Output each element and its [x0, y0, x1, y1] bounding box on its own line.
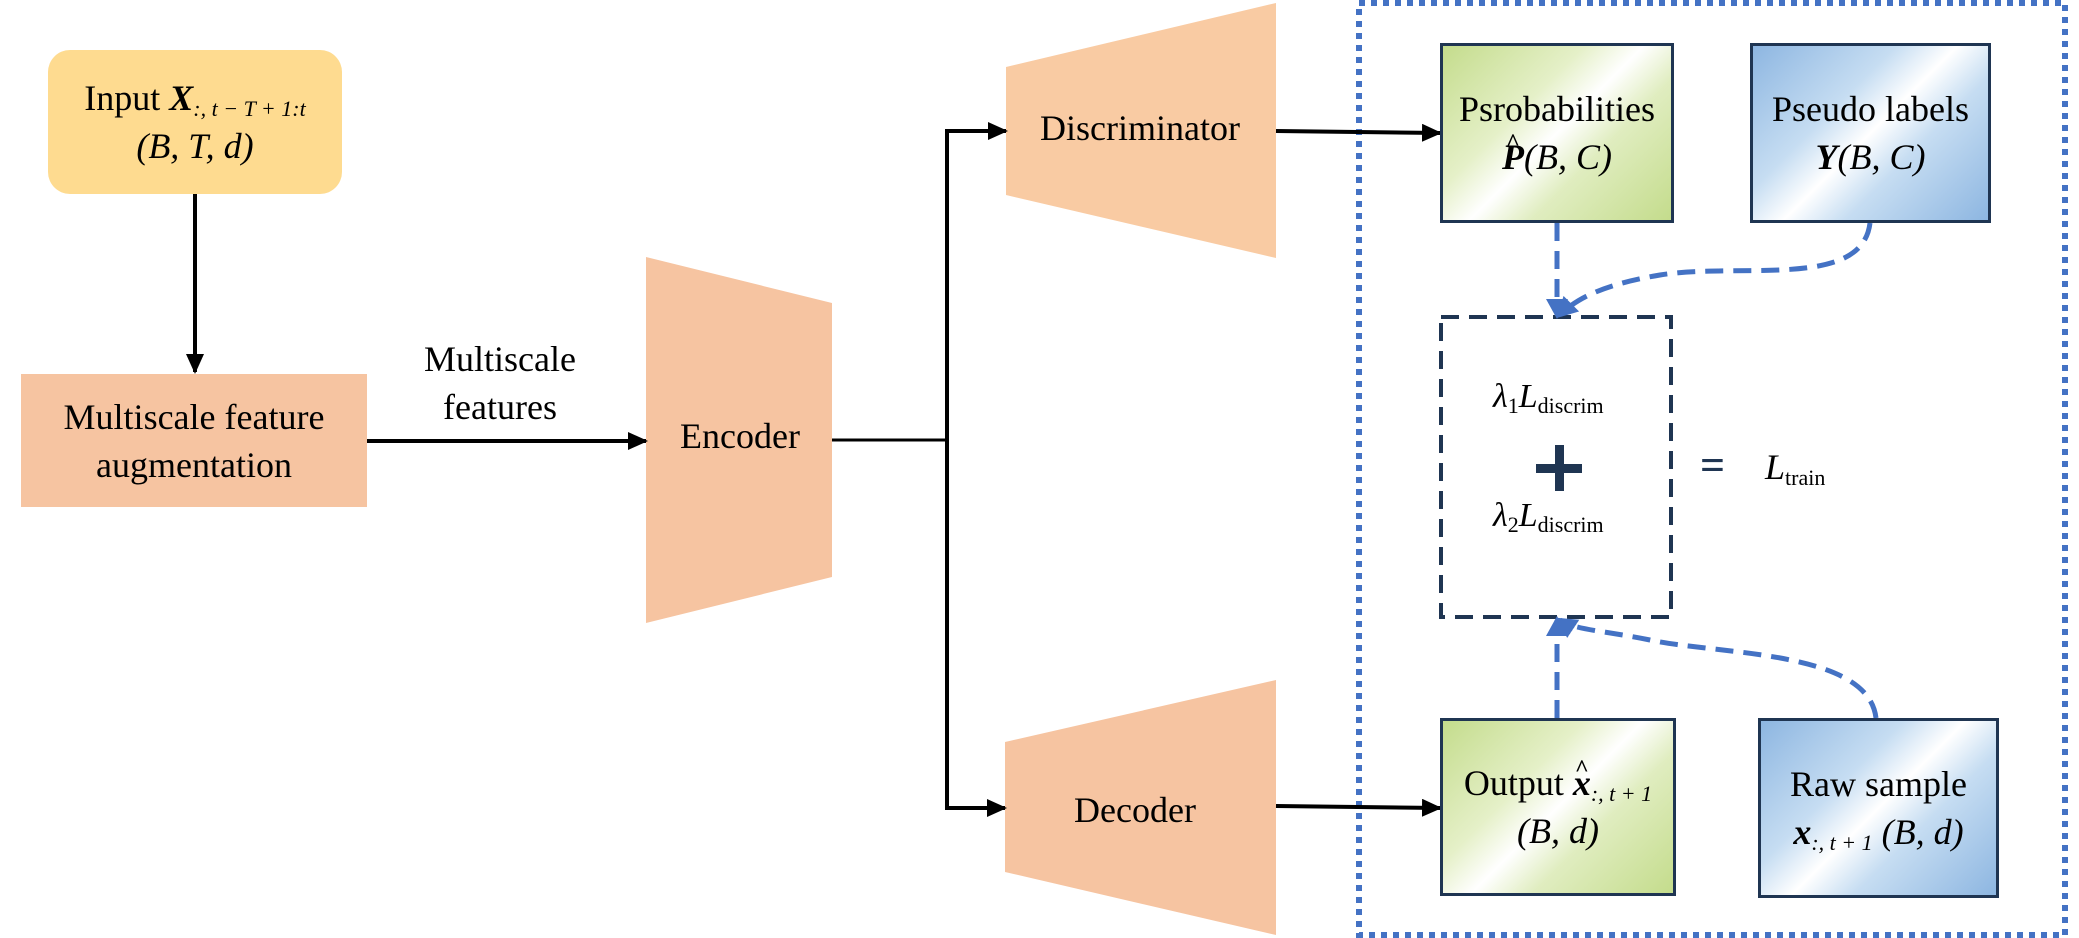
augmentation-line1: Multiscale feature	[63, 396, 325, 437]
probabilities-formula: P(B, C)	[1502, 133, 1612, 181]
augmentation-node: Multiscale feature augmentation	[21, 374, 367, 507]
loss-term-2: λ2Ldiscrim	[1493, 497, 1604, 537]
dashed-arrow-raw-to-loss	[1556, 617, 1879, 719]
encoder-shape	[646, 257, 832, 623]
encoder-label: Encoder	[680, 416, 800, 456]
discriminator-shape	[1006, 3, 1276, 258]
decoder-shape	[1005, 680, 1276, 935]
plus-icon	[1536, 445, 1582, 491]
arrow-to-discriminator	[945, 122, 1008, 808]
output-node: Output x:, t + 1 (B, d)	[1440, 718, 1676, 896]
pseudo-labels-node: Pseudo labels Y(B, C)	[1750, 43, 1991, 223]
output-shape: (B, d)	[1517, 811, 1599, 851]
arrow-decoder-to-output	[1275, 798, 1442, 817]
dashed-arrow-pseudo-to-loss	[1557, 222, 1873, 318]
output-var: x	[1573, 759, 1591, 807]
loss-region-frame	[1356, 0, 2068, 938]
equals-sign: =	[1700, 441, 1726, 490]
edge-label-multiscale-features: Multiscale features	[424, 339, 576, 427]
discriminator-label: Discriminator	[1040, 108, 1240, 148]
input-var-sub: :, t − T + 1:t	[193, 96, 306, 121]
pseudo-labels-var: Y	[1815, 137, 1838, 177]
probabilities-node: Psrobabilities P(B, C)	[1440, 43, 1674, 223]
probabilities-var: P	[1502, 133, 1524, 181]
output-title: Output x:, t + 1	[1464, 759, 1652, 807]
input-title: Input X:, t − T + 1:t	[84, 78, 306, 121]
augmentation-line2: augmentation	[96, 444, 292, 485]
pseudo-labels-formula: Y(B, C)	[1815, 137, 1926, 177]
arrow-discriminator-to-probabilities	[1275, 123, 1442, 142]
input-node: Input X:, t − T + 1:t (B, T, d)	[48, 50, 342, 194]
arrow-to-decoder	[945, 440, 1007, 817]
input-var: X	[169, 78, 194, 118]
loss-term-1: λ1Ldiscrim	[1493, 378, 1604, 418]
pseudo-labels-label: Pseudo labels	[1772, 89, 1969, 129]
loss-total: Ltrain	[1765, 447, 1826, 490]
decoder-label: Decoder	[1074, 790, 1196, 830]
input-shape: (B, T, d)	[136, 126, 254, 166]
raw-sample-formula: x:, t + 1 (B, d)	[1793, 812, 1964, 855]
raw-sample-label: Raw sample	[1790, 764, 1967, 804]
raw-sample-node: Raw sample x:, t + 1 (B, d)	[1758, 718, 1999, 898]
probabilities-label: Psrobabilities	[1459, 89, 1655, 129]
